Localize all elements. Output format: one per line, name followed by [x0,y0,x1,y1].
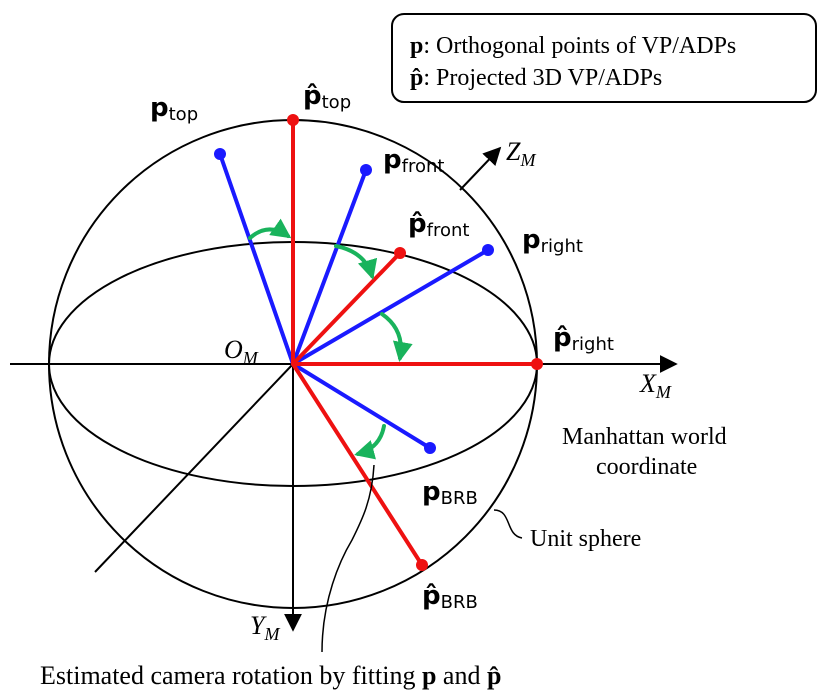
red-vectors [291,118,539,567]
vector-p-hat-brb [291,362,424,567]
point-p-hat-brb [416,559,428,571]
caption-prefix: Estimated camera rotation by fitting [40,661,422,690]
legend-row-p: p: Orthogonal points of VP/ADPs [410,33,736,59]
y-axis-label: YM [250,611,280,644]
rotation-arrow-front [334,244,378,280]
legend-p-symbol: p [410,33,423,59]
label-p-front: pfront [383,145,444,177]
rotation-arrow-brb [354,424,386,460]
point-p-top [214,148,226,160]
caption: Estimated camera rotation by fitting p a… [40,661,501,690]
point-p-hat-top [287,114,299,126]
unit-sphere-label: Unit sphere [530,526,641,552]
z-axis-label: ZM [506,137,536,170]
legend: p: Orthogonal points of VP/ADPs p̂: Proj… [391,13,817,103]
legend-box [391,13,817,103]
z-axis-lower [94,363,294,573]
manhattan-label-line2: coordinate [596,454,697,480]
point-p-right [482,244,494,256]
z-axis-upper [459,146,502,191]
legend-p-hat-text: : Projected 3D VP/ADPs [423,65,662,91]
caption-p: p [422,661,436,690]
legend-row-p-hat: p̂: Projected 3D VP/ADPs [410,65,662,91]
label-p-hat-brb: p̂BRB [422,581,478,613]
manhattan-label-line1: Manhattan world [562,424,727,450]
caption-p-hat: p̂ [487,661,501,690]
vector-p-hat-front [291,251,402,366]
point-p-brb [424,442,436,454]
caption-leader-line [321,464,375,653]
point-p-hat-front [394,247,406,259]
blue-points [214,148,494,454]
legend-p-text: : Orthogonal points of VP/ADPs [423,33,736,59]
vector-p-right [291,248,490,366]
label-p-top: ptop [150,93,198,125]
label-p-right: pright [522,225,583,257]
vector-p-brb [291,362,432,450]
legend-p-hat-symbol: p̂ [410,65,423,91]
vector-p-top [218,152,295,366]
label-p-hat-front: p̂front [408,209,469,241]
rotation-arrows [248,218,413,460]
unit-sphere-leader [493,509,523,539]
vector-p-front [291,168,368,366]
rotation-arrow-right [380,312,413,362]
label-p-brb: pBRB [422,477,478,509]
blue-vectors [218,152,490,450]
point-p-hat-right [531,358,543,370]
point-p-front [360,164,372,176]
red-points [287,114,543,571]
label-p-hat-top: p̂top [303,81,351,113]
origin-label: OM [224,335,259,368]
rotation-arrow-top [248,218,292,240]
label-p-hat-right: p̂right [553,323,614,355]
x-axis-label: XM [639,369,672,402]
caption-and: and [436,661,487,690]
